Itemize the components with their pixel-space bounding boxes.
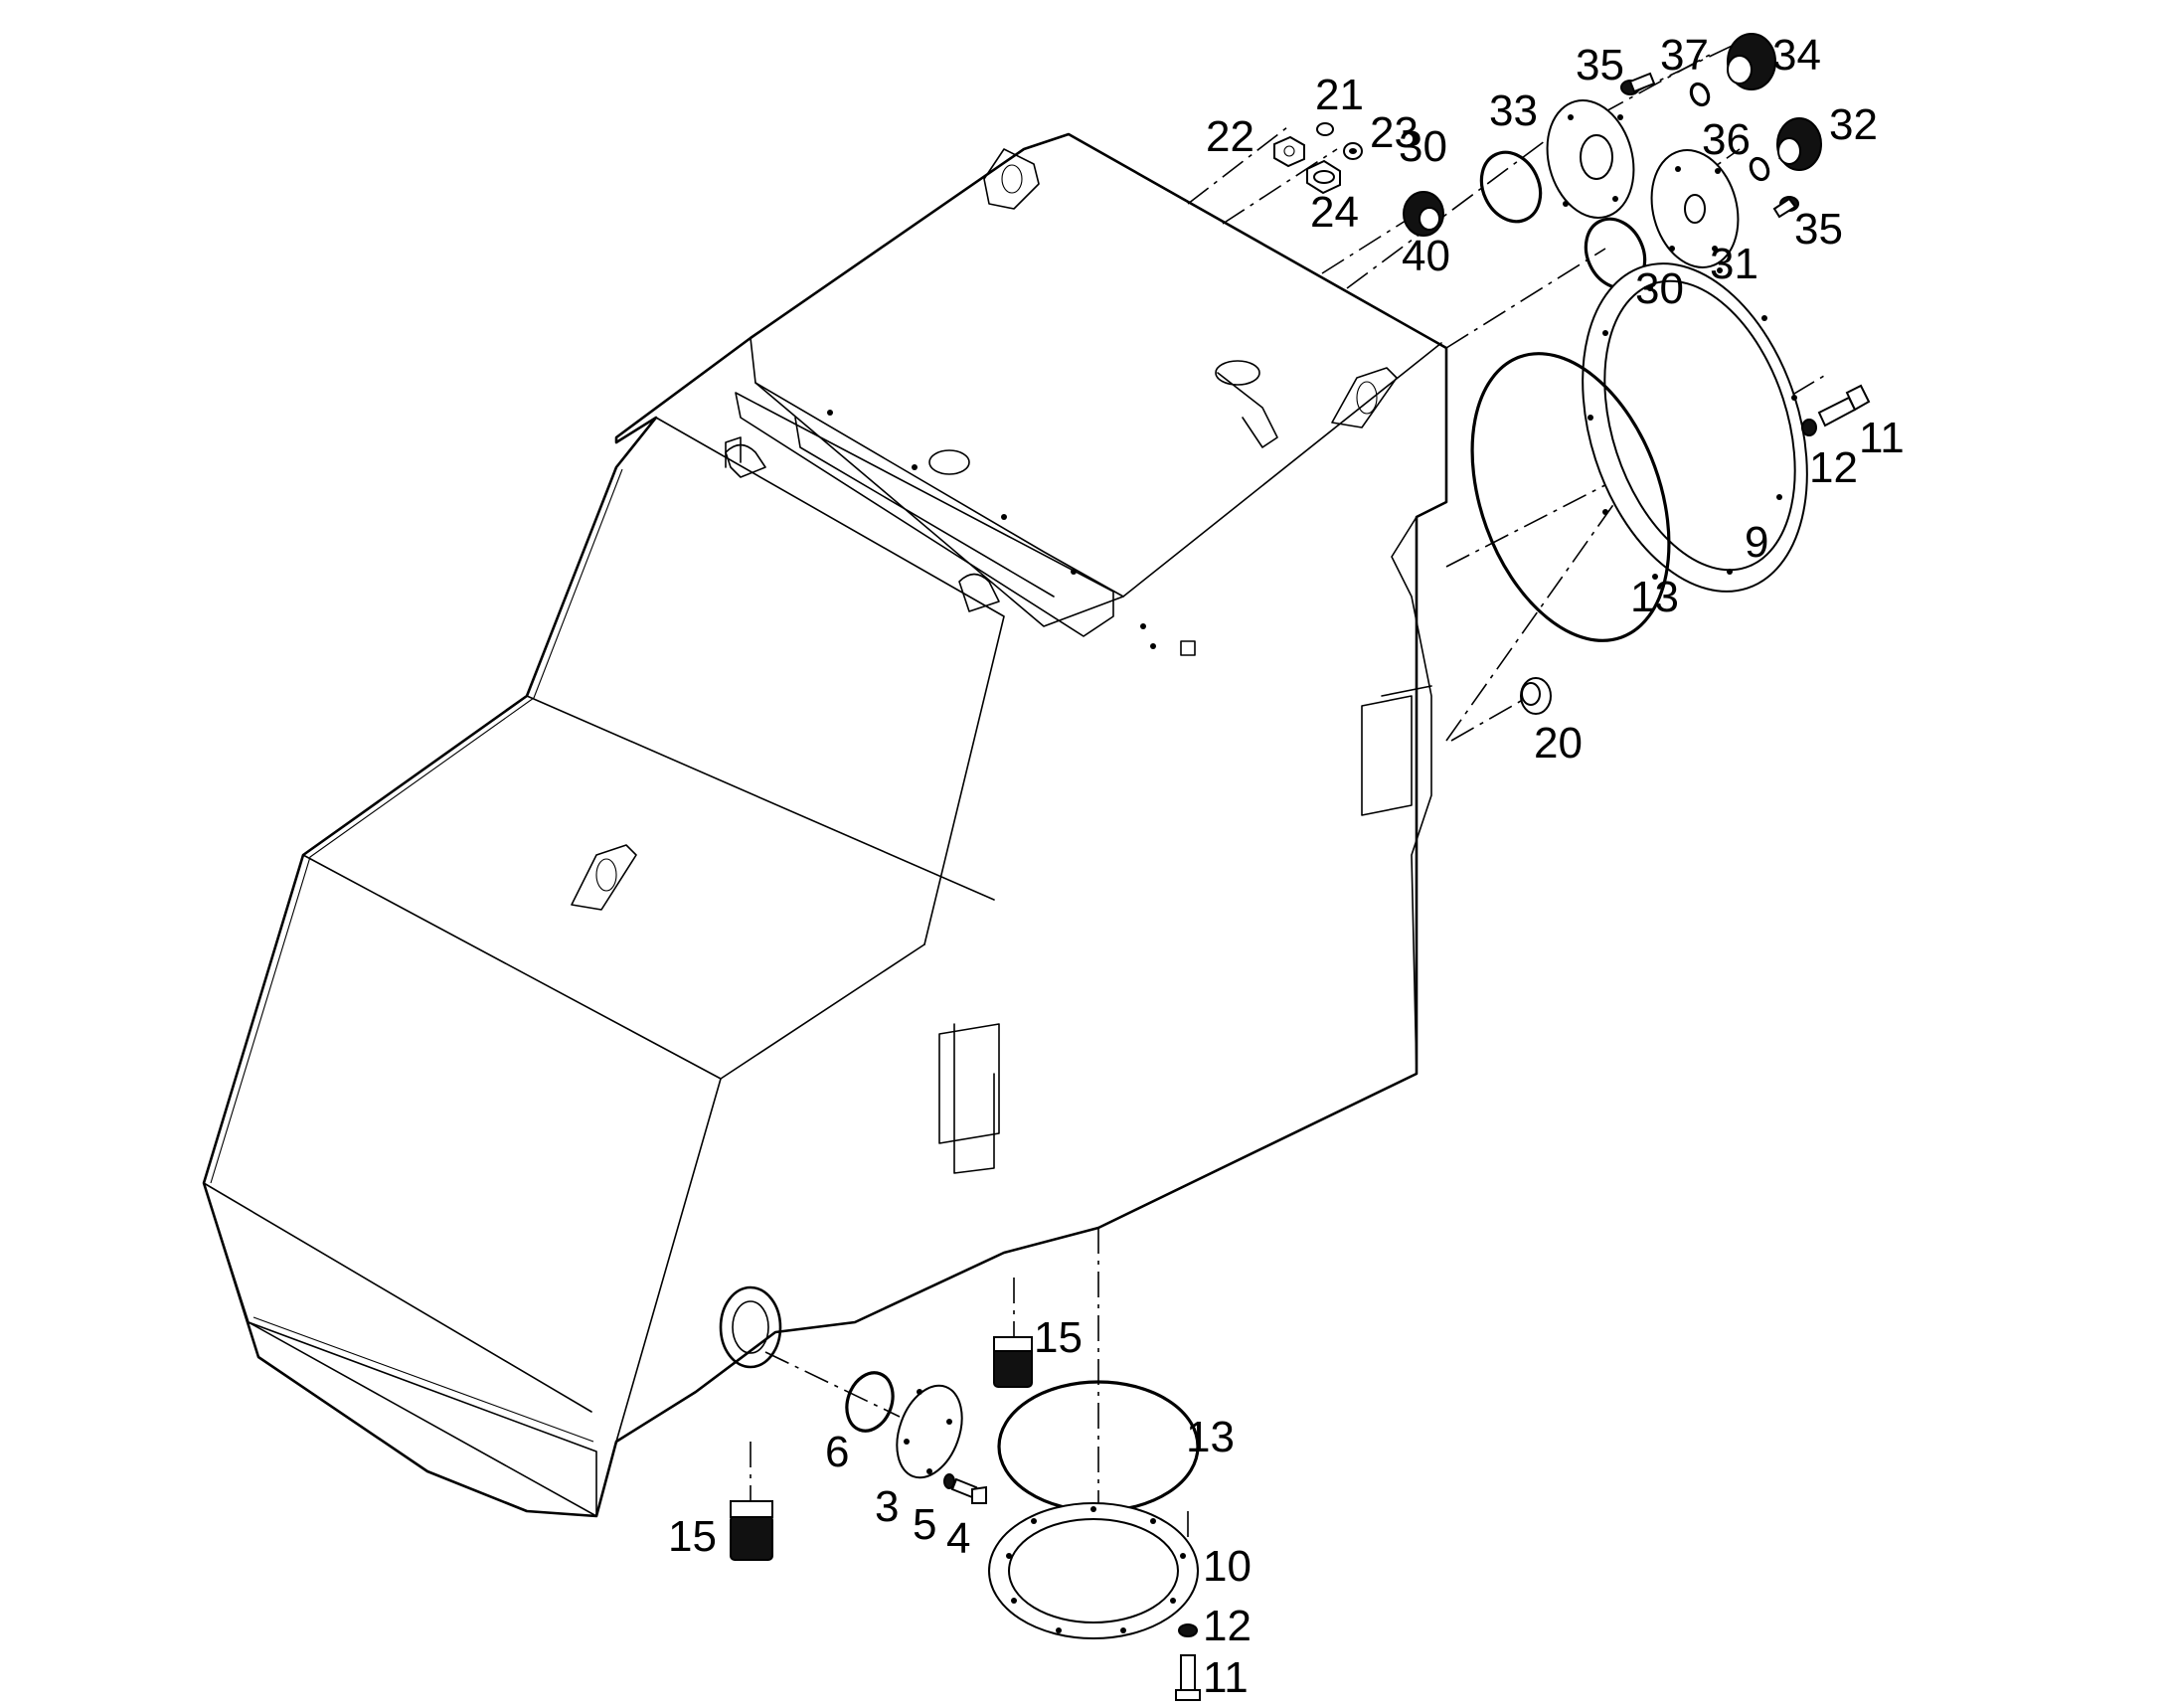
part-23-washer xyxy=(1343,142,1363,160)
label-30-upper: 30 xyxy=(1399,122,1447,171)
label-12-right: 12 xyxy=(1809,443,1858,492)
part-31-flange xyxy=(1650,149,1740,268)
label-3: 3 xyxy=(875,1482,899,1531)
part-10-bottom-flange xyxy=(988,1502,1199,1639)
part-12-washer-bottom xyxy=(1178,1623,1198,1637)
part-15-drain-plug-left xyxy=(730,1500,773,1561)
part-22-hex-nut xyxy=(1273,135,1305,168)
label-12-bottom: 12 xyxy=(1203,1602,1252,1650)
part-32-cap xyxy=(1776,117,1822,171)
part-12-washer-right xyxy=(1801,419,1817,436)
label-13-bottom: 13 xyxy=(1186,1413,1235,1461)
label-4: 4 xyxy=(946,1514,970,1563)
label-35-lower: 35 xyxy=(1794,205,1843,254)
label-36: 36 xyxy=(1702,115,1751,164)
part-11-bolt-right xyxy=(1817,384,1871,427)
part-36-oring xyxy=(1749,156,1770,182)
label-37: 37 xyxy=(1660,31,1709,80)
part-30-oring-upper xyxy=(1479,150,1543,224)
part-21-washer xyxy=(1316,122,1334,136)
label-6: 6 xyxy=(825,1428,849,1476)
part-13-gasket-right xyxy=(1470,352,1671,642)
part-6-oring xyxy=(845,1371,895,1433)
part-labels: 22 21 23 24 30 40 33 35 37 34 36 32 35 3… xyxy=(668,31,1905,1702)
part-40-plug xyxy=(1403,191,1444,237)
label-35-upper: 35 xyxy=(1576,41,1624,89)
part-33-flange xyxy=(1546,99,1635,219)
label-31: 31 xyxy=(1710,240,1758,288)
part-20-plug xyxy=(1520,677,1552,715)
part-24-flange-nut xyxy=(1306,159,1341,195)
part-4-bolt xyxy=(950,1477,987,1504)
part-5-washer xyxy=(943,1473,955,1489)
label-21: 21 xyxy=(1315,71,1364,119)
part-15-drain-plug-center xyxy=(993,1336,1033,1388)
label-15-left: 15 xyxy=(668,1512,717,1561)
part-35-screw-lower xyxy=(1772,196,1799,219)
tank-body xyxy=(202,132,1448,1518)
label-30-lower: 30 xyxy=(1635,264,1684,313)
part-35-screw-upper xyxy=(1620,72,1656,95)
label-33: 33 xyxy=(1489,86,1538,135)
part-3-cover-plate xyxy=(896,1384,963,1479)
label-11-right: 11 xyxy=(1859,414,1905,462)
label-10: 10 xyxy=(1203,1542,1252,1591)
part-9-cover xyxy=(1582,262,1808,593)
label-40: 40 xyxy=(1402,232,1450,280)
label-9: 9 xyxy=(1745,518,1768,567)
label-34: 34 xyxy=(1772,31,1821,80)
label-11-bottom: 11 xyxy=(1203,1653,1249,1702)
part-11-bolt-bottom xyxy=(1175,1654,1201,1701)
part-37-oring xyxy=(1689,82,1711,107)
label-13-right: 13 xyxy=(1630,573,1679,621)
label-22: 22 xyxy=(1206,112,1254,161)
part-34-cap xyxy=(1727,33,1776,90)
label-32: 32 xyxy=(1829,100,1878,149)
label-15-center: 15 xyxy=(1034,1313,1083,1362)
label-5: 5 xyxy=(913,1500,936,1549)
label-23: 23 xyxy=(1370,108,1419,157)
label-24: 24 xyxy=(1310,188,1359,237)
label-20: 20 xyxy=(1534,719,1583,768)
